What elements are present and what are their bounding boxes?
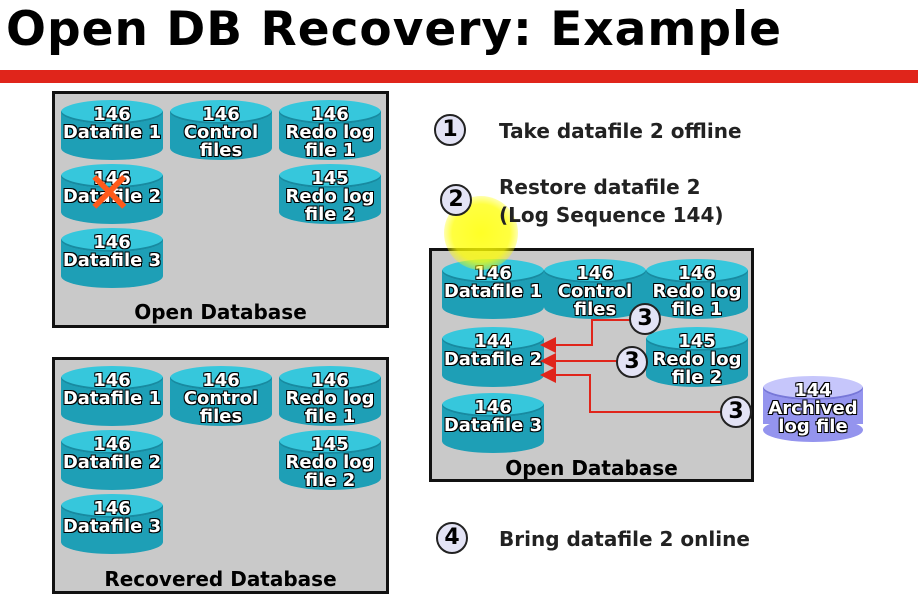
panel-label: Recovered Database — [104, 567, 337, 591]
title-underline-bar — [0, 70, 918, 83]
step-2-badge: 2 — [440, 184, 472, 216]
arrow-archived — [540, 367, 722, 413]
step-3-badge-redo-2: 3 — [616, 346, 648, 378]
panel-label: Open Database — [134, 300, 307, 324]
step-2-text-line-2: (Log Sequence 144) — [499, 203, 724, 227]
step-3-badge-redo-1: 3 — [629, 303, 661, 335]
failed-x-icon: ✕ — [85, 159, 134, 227]
step-1-badge: 1 — [434, 114, 466, 146]
step-3-badge-archived: 3 — [720, 396, 752, 428]
panel-label: Open Database — [505, 456, 678, 480]
step-1-text: Take datafile 2 offline — [499, 119, 742, 143]
arrow-redo-1 — [540, 319, 632, 353]
page-title: Open DB Recovery: Example — [6, 2, 782, 57]
step-4-text: Bring datafile 2 online — [499, 527, 750, 551]
step-4-badge: 4 — [436, 522, 468, 554]
step-2-text-line-1: Restore datafile 2 — [499, 175, 701, 199]
